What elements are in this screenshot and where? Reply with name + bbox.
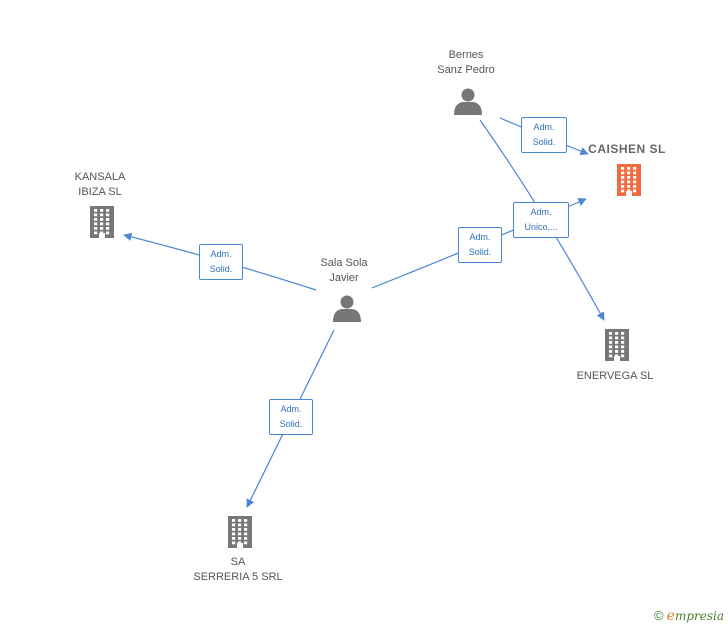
node-label-caishen[interactable]: CAISHEN SL xyxy=(588,142,666,157)
node-label-line: Bernes xyxy=(448,49,484,61)
building-icon-serreria[interactable] xyxy=(228,516,252,548)
edge-label-line: Unico,... xyxy=(524,222,558,232)
node-label-serreria[interactable]: SA SERRERIA 5 SRL xyxy=(193,555,282,585)
brand-logo: empresia xyxy=(666,608,724,624)
edge-label-sala-to-caishen[interactable]: Adm. Solid. xyxy=(458,227,502,263)
building-icon-enervega[interactable] xyxy=(605,329,629,361)
node-label-line: Sanz Pedro xyxy=(437,64,495,76)
node-label-line: KANSALA xyxy=(74,171,126,183)
node-label-line: IBIZA SL xyxy=(78,186,122,198)
node-label-enervega[interactable]: ENERVEGA SL xyxy=(577,369,654,384)
node-label-line: Javier xyxy=(329,272,359,284)
building-icon-kansala[interactable] xyxy=(90,206,114,238)
copyright-symbol: © xyxy=(654,608,664,623)
node-label-line: ENERVEGA SL xyxy=(576,370,654,382)
person-icon-bernes[interactable] xyxy=(454,88,482,116)
edge-label-line: Adm. xyxy=(280,404,302,414)
person-icon-sala[interactable] xyxy=(333,295,361,323)
node-label-kansala[interactable]: KANSALA IBIZA SL xyxy=(75,170,126,200)
node-label-line: SA xyxy=(230,556,246,568)
edge-label-line: Adm. xyxy=(210,249,232,259)
edge-label-line: Adm. xyxy=(533,122,555,132)
edge-label-line: Solid. xyxy=(279,419,303,429)
edge-label-sala-to-serreria[interactable]: Adm. Solid. xyxy=(269,399,313,435)
building-icon-caishen[interactable] xyxy=(617,164,641,196)
node-label-line: Sala Sola xyxy=(320,257,368,269)
edge-label-bernes-to-enervega[interactable]: Adm. Unico,... xyxy=(513,202,569,238)
edge-label-line: Solid. xyxy=(532,137,556,147)
edge-label-line: Solid. xyxy=(468,247,492,257)
edge-label-line: Adm. xyxy=(469,232,491,242)
edge-label-line: Adm. xyxy=(530,207,552,217)
edge-label-sala-to-kansala[interactable]: Adm. Solid. xyxy=(199,244,243,280)
edge-label-line: Solid. xyxy=(209,264,233,274)
footer-brand[interactable]: ©empresia xyxy=(654,608,724,624)
edge-label-bernes-to-caishen[interactable]: Adm. Solid. xyxy=(521,117,567,153)
node-label-line: SERRERIA 5 SRL xyxy=(193,571,283,583)
node-label-line: CAISHEN SL xyxy=(588,142,666,156)
